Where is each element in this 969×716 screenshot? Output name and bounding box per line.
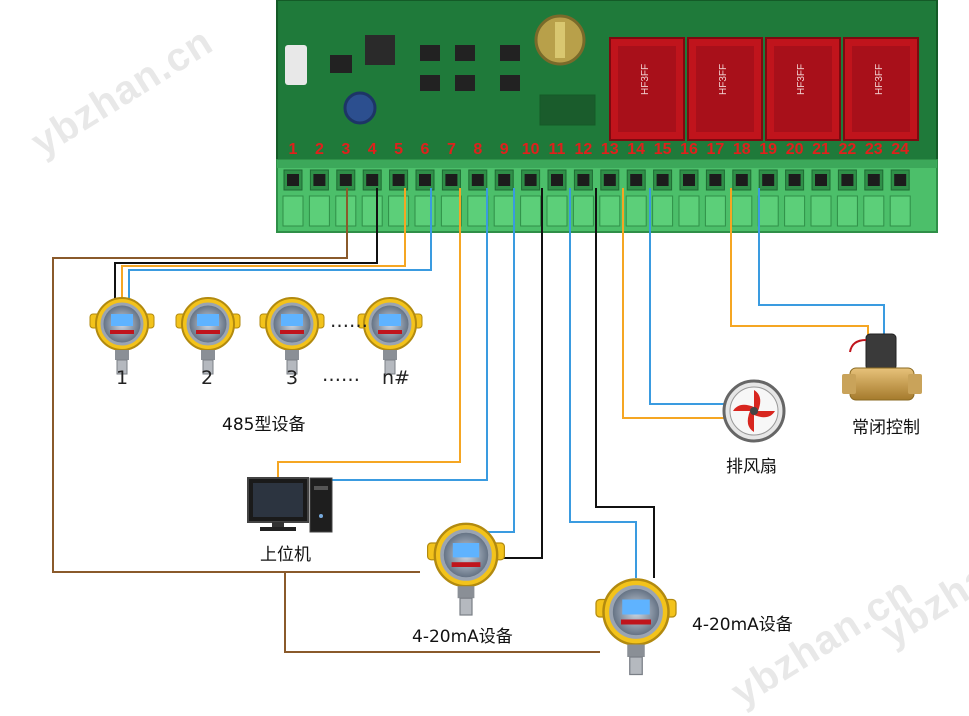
terminal-number: 12 [574, 141, 593, 158]
exhaust-fan [722, 379, 786, 443]
terminal-screw [520, 169, 542, 227]
terminal-screw [467, 169, 489, 227]
terminal-number: 1 [288, 141, 298, 158]
terminal-number: 24 [891, 141, 910, 158]
rs485-device-2 [175, 297, 241, 375]
relay-label: HF3FF [718, 64, 729, 95]
terminal-number: 10 [521, 141, 540, 158]
relay-label: HF3FF [640, 64, 651, 95]
wire-485-a [121, 188, 406, 302]
analog-device-1-label: 4-20mA设备 [412, 627, 513, 647]
wire-valve-a [730, 188, 869, 338]
terminal-screw [440, 169, 462, 227]
wire-analog2-signal [569, 188, 637, 578]
capacitor [343, 91, 377, 125]
rs485-device-4 [357, 297, 423, 375]
inductor [365, 35, 395, 65]
terminal-screw [810, 169, 832, 227]
terminal-screw [308, 169, 330, 227]
terminal-screw [678, 169, 700, 227]
wire-host-rx [330, 188, 488, 481]
host-computer [247, 477, 333, 533]
wire-power-brown [52, 188, 600, 653]
rs485-device-1 [89, 297, 155, 375]
terminal-screw [572, 169, 594, 227]
rs485-device-number-2: 2 [201, 367, 214, 389]
terminal-screw [784, 169, 806, 227]
terminal-number: 7 [446, 141, 456, 158]
terminal-number: 19 [759, 141, 778, 158]
wire-host-tx [277, 188, 461, 478]
rs485-device-3 [259, 297, 325, 375]
terminal-number: 18 [732, 141, 751, 158]
relay-3: HF3FF [765, 37, 841, 141]
controller-board: HF3FF HF3FF HF3FF HF3FF [276, 0, 938, 233]
rs485-label: 485型设备 [222, 415, 306, 435]
analog-device-2-label: 4-20mA设备 [692, 615, 793, 635]
rs485-ellipsis-top: …… [330, 310, 368, 332]
wire-485-gnd [114, 188, 378, 302]
wire-analog1-signal [487, 188, 515, 533]
relay-2: HF3FF [687, 37, 763, 141]
analog-device-1 [426, 522, 506, 616]
wiring-diagram: HF3FF HF3FF HF3FF HF3FF [52, 0, 938, 676]
terminal-screw [704, 169, 726, 227]
terminal-screw [889, 169, 911, 227]
terminal-number: 22 [838, 141, 857, 158]
terminal-number: 6 [420, 141, 430, 158]
terminal-number: 8 [473, 141, 483, 158]
terminal-number: 14 [627, 141, 646, 158]
terminal-screw [546, 169, 568, 227]
wire-analog2-gnd [595, 188, 655, 578]
terminal-number: 2 [314, 141, 324, 158]
terminal-screw [361, 169, 383, 227]
terminal-number: 15 [653, 141, 672, 158]
connector-jack [285, 45, 307, 85]
terminal-number: 5 [394, 141, 404, 158]
terminal-screw [335, 169, 357, 227]
terminal-number: 11 [548, 141, 566, 158]
rs485-devices [89, 297, 423, 375]
wire-485-b [128, 188, 432, 302]
terminal-screw [599, 169, 621, 227]
fan-label: 排风扇 [726, 457, 777, 477]
relay-label: HF3FF [874, 64, 885, 95]
rs485-device-number-n: n# [382, 367, 410, 389]
relay-1: HF3FF [609, 37, 685, 141]
terminal-number: 20 [785, 141, 804, 158]
terminal-screw [731, 169, 753, 227]
analog-device-2 [595, 578, 677, 676]
terminal-number: 23 [864, 141, 883, 158]
terminal-number: 16 [680, 141, 698, 158]
valve-label: 常闭控制 [852, 418, 920, 438]
terminal-number: 17 [706, 141, 725, 158]
terminal-screw [493, 169, 515, 227]
wire-valve-b [758, 188, 885, 338]
rs485-device-number-1: 1 [116, 367, 129, 389]
terminal-number: 13 [600, 141, 619, 158]
relay-4: HF3FF [843, 37, 919, 141]
rs485-device-number-3: 3 [286, 367, 299, 389]
terminal-screw [282, 169, 304, 227]
terminal-screw [863, 169, 885, 227]
wires [52, 188, 885, 653]
host-label: 上位机 [260, 545, 311, 565]
pc-tower [309, 477, 333, 533]
solenoid-valve [842, 333, 922, 401]
terminal-number: 4 [367, 141, 377, 158]
terminal-screw [625, 169, 647, 227]
terminal-screw [757, 169, 779, 227]
wire-analog1-gnd [497, 188, 543, 559]
terminal-screw [836, 169, 858, 227]
wire-fan-b [649, 188, 727, 405]
terminal-screw [388, 169, 410, 227]
rs485-ellipsis: …… [322, 364, 360, 386]
terminal-number: 21 [812, 141, 830, 158]
relay-label: HF3FF [796, 64, 807, 95]
terminal-screw [652, 169, 674, 227]
wire-fan-a [622, 188, 727, 419]
terminal-number: 3 [341, 141, 351, 158]
terminal-number: 9 [499, 141, 509, 158]
